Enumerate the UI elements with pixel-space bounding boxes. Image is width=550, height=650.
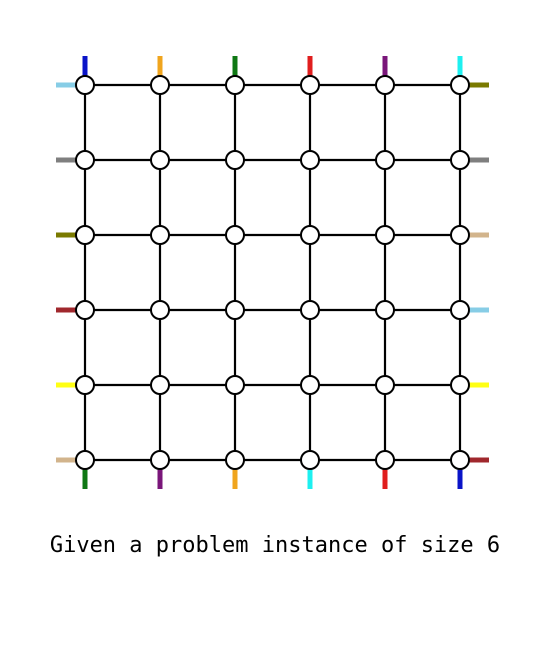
grid-node (300, 300, 320, 320)
grid-node (225, 225, 245, 245)
grid-node (75, 450, 95, 470)
grid-node (300, 225, 320, 245)
grid-node (150, 225, 170, 245)
grid-node (375, 450, 395, 470)
grid-node (75, 150, 95, 170)
grid-node (75, 375, 95, 395)
grid-node (225, 300, 245, 320)
caption: Given a problem instance of size 6 (49, 533, 501, 558)
grid-node (300, 375, 320, 395)
grid-node (450, 75, 470, 95)
grid-node (375, 225, 395, 245)
grid-node (150, 450, 170, 470)
grid-node (150, 375, 170, 395)
grid-node (450, 450, 470, 470)
grid-node (225, 150, 245, 170)
grid-node (75, 225, 95, 245)
grid-node (225, 375, 245, 395)
grid-node (225, 75, 245, 95)
grid-node (300, 450, 320, 470)
grid-node (450, 150, 470, 170)
grid-node (450, 225, 470, 245)
grid-node (150, 300, 170, 320)
grid-node (300, 75, 320, 95)
grid-node (300, 150, 320, 170)
terminals-layer (56, 56, 489, 489)
grid-node (150, 150, 170, 170)
grid-node (75, 300, 95, 320)
grid-node (450, 300, 470, 320)
grid-node (150, 75, 170, 95)
grid-node (450, 375, 470, 395)
nodes-layer (75, 75, 470, 470)
grid-node (375, 150, 395, 170)
grid-diagram (56, 56, 489, 489)
edges-layer (83, 83, 462, 462)
grid-node (375, 75, 395, 95)
grid-node (225, 450, 245, 470)
grid-node (75, 75, 95, 95)
grid-node (375, 300, 395, 320)
grid-node (375, 375, 395, 395)
